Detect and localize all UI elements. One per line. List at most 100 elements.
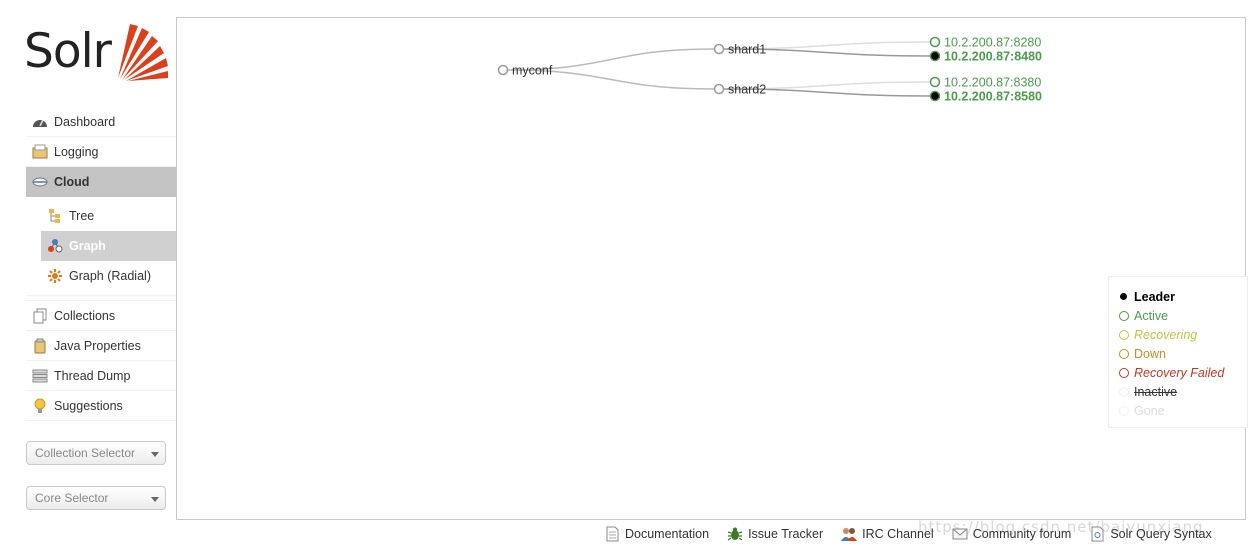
thread-dump-icon [32, 368, 48, 384]
graph-icon [47, 238, 63, 254]
lightbulb-icon [32, 398, 48, 414]
collections-icon [32, 308, 48, 324]
collection-node-dot [497, 64, 509, 76]
replica-node-label: 10.2.200.87:8580 [944, 90, 1042, 104]
footer-link-label: IRC Channel [862, 527, 934, 541]
active-dot-icon [1119, 310, 1129, 321]
logging-icon [32, 144, 48, 160]
sidebar-subitem-tree[interactable]: Tree [41, 201, 176, 231]
legend-label: Recovering [1134, 327, 1198, 342]
collection-node[interactable]: myconf [497, 64, 553, 78]
replica-node[interactable]: 10.2.200.87:8380 [929, 76, 1042, 90]
footer: Documentation Issue Tracker IRC Channel … [604, 524, 1230, 544]
collection-selector[interactable]: Collection Selector [26, 441, 166, 465]
java-properties-icon [32, 338, 48, 354]
cloud-icon [32, 174, 48, 190]
sidebar-subitem-label: Graph (Radial) [69, 269, 151, 283]
footer-link-community-forum[interactable]: Community forum [952, 526, 1072, 542]
legend-item-active: Active [1119, 306, 1247, 325]
collection-shard-edge [507, 69, 715, 90]
sidebar-item-collections[interactable]: Collections [26, 301, 176, 331]
legend-item-leader: Leader [1119, 287, 1247, 306]
leader-replica-dot [929, 50, 941, 62]
legend-item-recovering: Recovering [1119, 325, 1247, 344]
legend-item-inactive: Inactive [1119, 382, 1247, 401]
replica-node-label: 10.2.200.87:8480 [944, 50, 1042, 64]
collection-selector-placeholder: Collection Selector [35, 446, 136, 460]
core-selector[interactable]: Core Selector [26, 486, 166, 510]
footer-link-label: Community forum [972, 527, 1072, 541]
shard-node-label: shard2 [728, 83, 766, 97]
shard-replica-edge [723, 48, 931, 57]
replica-node[interactable]: 10.2.200.87:8480 [929, 50, 1043, 64]
legend-label: Down [1134, 346, 1166, 361]
replica-node[interactable]: 10.2.200.87:8280 [929, 36, 1042, 50]
mail-icon [952, 526, 968, 542]
legend-label: Leader [1134, 289, 1175, 304]
replica-node-label: 10.2.200.87:8280 [944, 36, 1041, 50]
graph-edges [507, 41, 931, 97]
collection-node-label: myconf [512, 64, 553, 78]
footer-link-documentation[interactable]: Documentation [604, 526, 709, 542]
shard-replica-edge [723, 88, 931, 97]
collection-shard-edge [507, 48, 715, 71]
graph-radial-icon [47, 268, 63, 284]
sidebar: Dashboard Logging Cloud Tree Graph [26, 107, 176, 421]
legend-label: Gone [1134, 403, 1165, 418]
replica-node-label: 10.2.200.87:8380 [944, 76, 1041, 90]
documentation-icon [604, 526, 620, 542]
replica-dot [929, 36, 941, 48]
shard-node[interactable]: shard1 [713, 43, 767, 57]
sidebar-item-suggestions[interactable]: Suggestions [26, 391, 176, 421]
core-selector-placeholder: Core Selector [35, 491, 109, 505]
legend-item-down: Down [1119, 344, 1247, 363]
leader-dot-icon [1120, 293, 1127, 300]
leader-replica-dot [929, 90, 941, 102]
solr-logo[interactable]: Solr [24, 16, 168, 88]
recovery-failed-dot-icon [1119, 367, 1129, 378]
footer-link-issue-tracker[interactable]: Issue Tracker [727, 526, 823, 542]
gone-dot-icon [1119, 405, 1129, 416]
sidebar-item-logging[interactable]: Logging [26, 137, 176, 167]
down-dot-icon [1119, 348, 1129, 359]
dashboard-icon [32, 114, 48, 130]
sun-logo-icon [118, 24, 168, 81]
irc-people-icon [841, 526, 858, 542]
legend-item-gone: Gone [1119, 401, 1247, 420]
sidebar-item-label: Collections [54, 308, 116, 323]
recovering-dot-icon [1119, 329, 1129, 340]
sidebar-divider [26, 296, 176, 301]
chevron-down-icon [151, 452, 159, 457]
graph-legend: Leader Active Recovering Down Recovery F… [1108, 276, 1248, 428]
sidebar-item-dashboard[interactable]: Dashboard [26, 107, 176, 137]
inactive-dot-icon [1119, 386, 1129, 397]
cloud-submenu: Tree Graph Graph (Radial) [26, 197, 176, 296]
legend-label: Active [1134, 308, 1169, 323]
sidebar-subitem-label: Graph [69, 239, 106, 253]
sidebar-item-thread-dump[interactable]: Thread Dump [26, 361, 176, 391]
footer-link-label: Documentation [625, 527, 710, 541]
sidebar-item-java-properties[interactable]: Java Properties [26, 331, 176, 361]
footer-link-solr-query-syntax[interactable]: Solr Query Syntax [1089, 526, 1212, 542]
sidebar-item-label: Thread Dump [54, 368, 131, 383]
bug-icon [727, 526, 743, 542]
shard-node-dot [713, 43, 725, 55]
sidebar-subitem-label: Tree [69, 209, 95, 223]
sidebar-item-label: Cloud [54, 174, 90, 189]
footer-link-irc-channel[interactable]: IRC Channel [841, 526, 934, 542]
legend-label: Inactive [1134, 384, 1178, 399]
chevron-down-icon [151, 497, 159, 502]
legend-label: Recovery Failed [1134, 365, 1225, 380]
sidebar-item-label: Suggestions [54, 398, 123, 413]
shard-node-dot [713, 83, 725, 95]
sidebar-subitem-graph[interactable]: Graph [41, 231, 176, 261]
shard-node[interactable]: shard2 [713, 83, 767, 97]
sidebar-item-cloud[interactable]: Cloud [26, 167, 176, 197]
query-syntax-icon [1089, 526, 1105, 542]
replica-node[interactable]: 10.2.200.87:8580 [929, 90, 1043, 104]
sidebar-item-label: Dashboard [54, 114, 116, 129]
sidebar-subitem-graph-radial[interactable]: Graph (Radial) [41, 261, 176, 291]
